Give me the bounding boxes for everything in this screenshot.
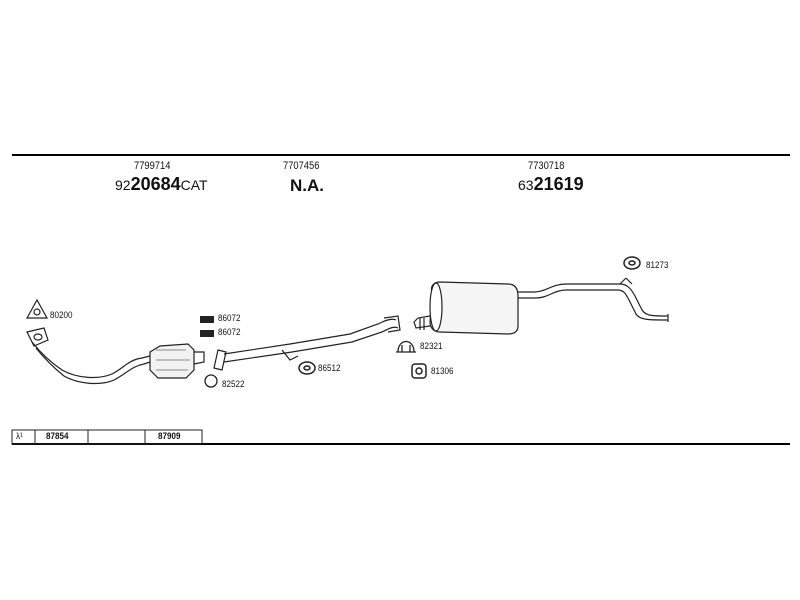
hanger-rear-icon: [623, 256, 641, 270]
ring-mid-icon: [204, 374, 218, 388]
gasket-front-icon: [25, 298, 49, 319]
section-2-part-text: N.A.: [290, 176, 324, 195]
label-hanger-mid: 86512: [318, 363, 341, 374]
table-cell-3: 87909: [158, 431, 181, 442]
intermediate-pipe: [213, 315, 401, 371]
front-pipe-with-catalyst: [26, 327, 205, 385]
label-gasket-front: 80200: [50, 310, 73, 321]
clamp-rear-icon: [396, 340, 416, 353]
label-mount-rear: 81306: [431, 366, 454, 377]
section-2-oe-number: 7707456: [283, 160, 320, 172]
section-1-oe-number: 7799714: [134, 160, 171, 172]
label-gasket-mid-a: 86072: [218, 313, 241, 324]
hanger-mid-icon: [298, 361, 316, 375]
section-3-oe-number: 7730718: [528, 160, 565, 172]
table-lambda-symbol: λ¹: [16, 431, 23, 442]
gasket-mid-a-icon: [200, 316, 214, 323]
rear-silencer: [413, 277, 669, 335]
gasket-mid-b-icon: [200, 330, 214, 337]
section-1-part-main: 20684: [130, 174, 181, 194]
mount-rear-icon: [411, 363, 427, 379]
bottom-table: [11, 429, 203, 445]
section-1-part-prefix: 92: [115, 177, 131, 193]
section-1-part-number: 9220684CAT: [115, 175, 208, 193]
label-clamp-rear: 82321: [420, 341, 443, 352]
label-ring-mid: 82522: [222, 379, 245, 390]
section-3-part-prefix: 63: [518, 177, 534, 193]
table-cell-1: 87854: [46, 431, 69, 442]
label-hanger-rear: 81273: [646, 260, 669, 271]
section-1-part-suffix: CAT: [180, 177, 208, 193]
section-3-part-main: 21619: [533, 174, 584, 194]
label-gasket-mid-b: 86072: [218, 327, 241, 338]
section-3-part-number: 6321619: [518, 175, 584, 193]
